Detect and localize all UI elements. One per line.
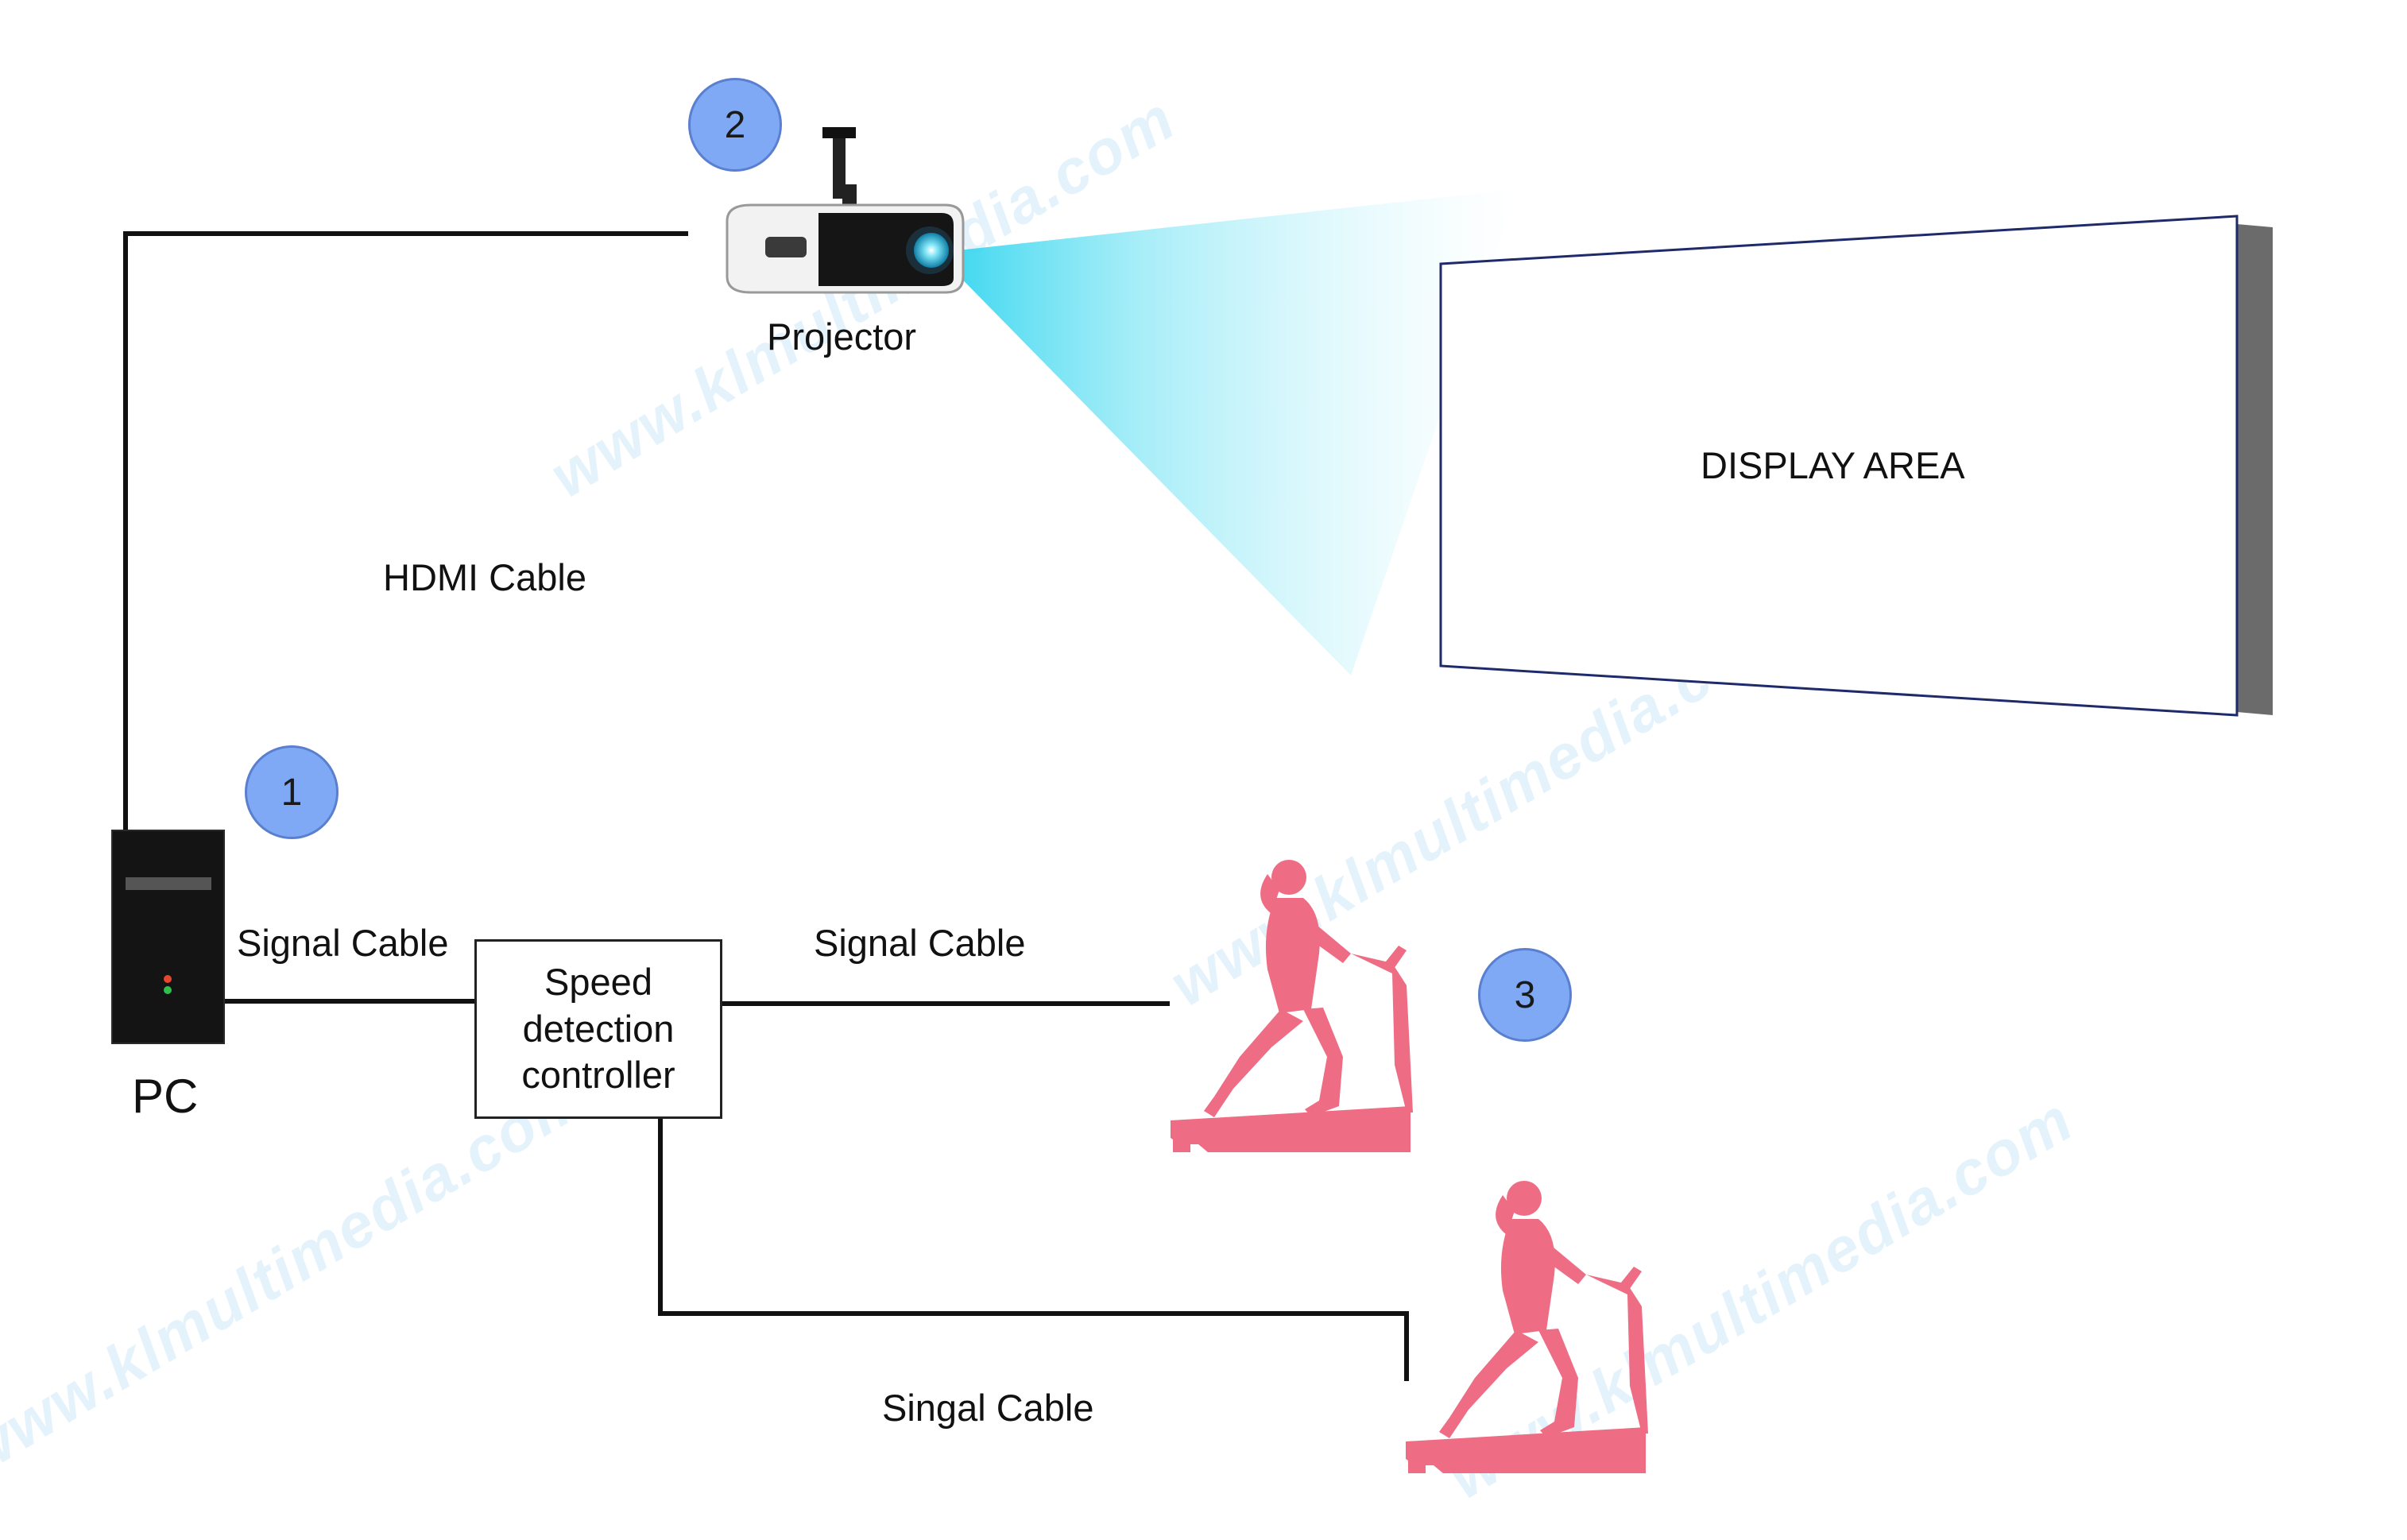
badge-treadmill: 3 [1478,948,1572,1042]
signal-cable-label-pc: Signal Cable [237,922,449,964]
cable-lines [123,231,1409,1381]
badge-projector: 2 [688,78,782,172]
projector-beam [936,189,1518,675]
signal-cable-label-treadmill-2: Singal Cable [882,1387,1094,1429]
badge-pc: 1 [245,745,339,839]
pc-icon [111,830,225,1044]
treadmill-runner-2 [1406,1181,1648,1473]
hdmi-cable-label: HDMI Cable [383,556,586,598]
display-area-label: DISPLAY AREA [1701,444,1965,486]
projector-label: Projector [767,315,917,358]
projector-icon [726,127,965,294]
hdmi-cable-line [123,231,688,830]
controller-label-line: controller [521,1054,675,1097]
signal-cable-label-treadmill-1: Signal Cable [814,922,1026,964]
signal-cable-line-treadmill-2 [658,1119,1409,1381]
controller-label-line: detection [522,1007,675,1050]
controller-label-line: Speed [544,960,652,1003]
speed-detection-controller: Speed detection controller [474,939,722,1119]
display-screen [1439,215,2273,717]
treadmill-runner-1 [1171,860,1413,1152]
pc-label: PC [132,1070,199,1123]
